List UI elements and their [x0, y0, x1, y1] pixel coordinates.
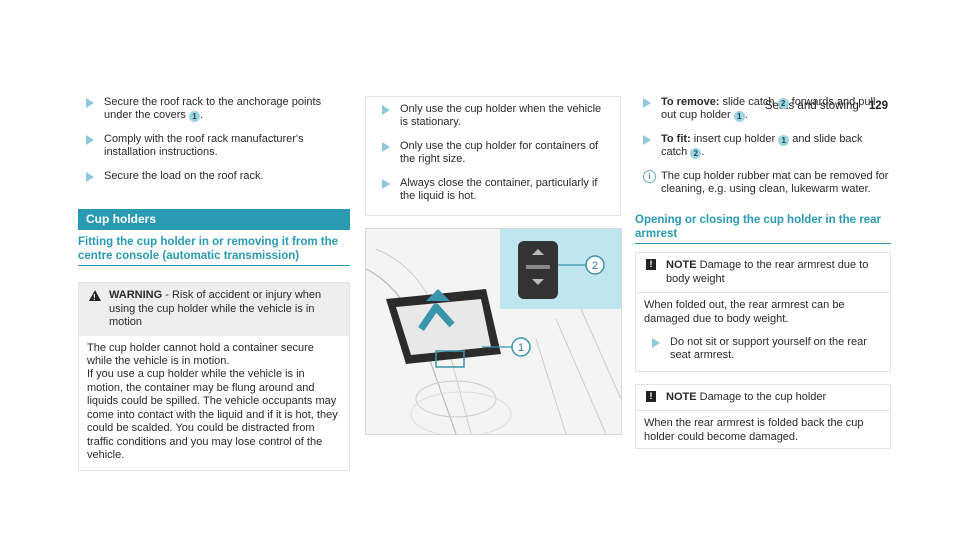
note-body: When the rear armrest is folded back the… — [644, 417, 864, 443]
callout-number: 2 — [777, 98, 789, 109]
warning-body: The cup holder cannot hold a container s… — [87, 341, 338, 461]
list-item: Secure the roof rack to the anchorage po… — [78, 96, 350, 123]
list-item: Comply with the roof rack manufacturer's… — [78, 133, 350, 160]
list-item: To fit: insert cup holder 1 and slide ba… — [635, 133, 891, 160]
exclamation-icon: ! — [646, 259, 656, 271]
callout-number: 1 — [189, 111, 200, 123]
callout-2-label: 2 — [592, 260, 598, 272]
arrow-bullet-icon — [382, 178, 390, 189]
list-item: Do not sit or support yourself on the re… — [644, 336, 882, 363]
list-item: Always close the container, particularly… — [374, 177, 612, 204]
arrow-bullet-icon — [382, 141, 390, 152]
column-right: To remove: slide catch 2 forwards and pu… — [635, 96, 891, 461]
warning-triangle-icon — [89, 290, 101, 305]
warning-heading: WARNING - Risk of accident or injury whe… — [79, 283, 349, 336]
arrow-bullet-icon — [86, 98, 94, 108]
note-heading: ! NOTE Damage to the cup holder — [636, 385, 890, 412]
bullet-box: Only use the cup holder when the vehicle… — [365, 96, 621, 217]
list-item: Secure the load on the roof rack. — [78, 170, 350, 183]
callout-number: 2 — [690, 148, 702, 160]
page-number: 129 — [868, 100, 888, 112]
list-item: Only use the cup holder when the vehicle… — [374, 103, 612, 130]
subsection-title: Fitting the cup holder in or removing it… — [78, 230, 350, 267]
note-heading: ! NOTE Damage to the rear armrest due to… — [636, 253, 890, 294]
list-item: Only use the cup holder for containers o… — [374, 140, 612, 167]
arrow-bullet-icon — [643, 134, 651, 145]
column-left: Secure the roof rack to the anchorage po… — [78, 96, 350, 472]
note-box: ! NOTE Damage to the rear armrest due to… — [635, 252, 891, 372]
arrow-bullet-icon — [652, 338, 660, 349]
arrow-bullet-icon — [86, 171, 94, 182]
console-drawing: 2 1 — [366, 229, 621, 435]
info-icon: i — [643, 169, 656, 183]
callout-number: 1 — [778, 134, 790, 146]
section-title: Cup holders — [78, 209, 350, 231]
callout-1-label: 1 — [518, 342, 524, 354]
arrow-bullet-icon — [86, 134, 94, 145]
cup-holder-illustration: 2 1 — [365, 228, 622, 436]
note-box: ! NOTE Damage to the cup holder When the… — [635, 383, 891, 450]
arrow-bullet-icon — [382, 105, 390, 115]
arrow-bullet-icon — [643, 98, 651, 108]
subsection-title: Opening or closing the cup holder in the… — [635, 210, 891, 245]
list-item: To remove: slide catch 2 forwards and pu… — [635, 96, 891, 123]
exclamation-icon: ! — [646, 390, 656, 402]
callout-number: 1 — [733, 111, 745, 123]
info-note: i The cup holder rubber mat can be remov… — [635, 169, 891, 197]
warning-box: WARNING - Risk of accident or injury whe… — [78, 282, 350, 472]
note-body: When folded out, the rear armrest can be… — [636, 293, 890, 371]
column-middle: Only use the cup holder when the vehicle… — [365, 96, 622, 436]
